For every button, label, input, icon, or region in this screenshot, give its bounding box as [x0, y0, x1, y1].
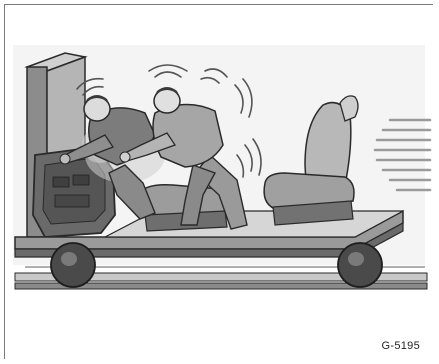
- wheel-rear: [338, 243, 382, 287]
- figure-label: G-5195: [382, 340, 421, 352]
- figure-frame: G-5195: [4, 4, 433, 359]
- crash-test-illustration: [5, 5, 434, 360]
- wheel-front: [51, 243, 95, 287]
